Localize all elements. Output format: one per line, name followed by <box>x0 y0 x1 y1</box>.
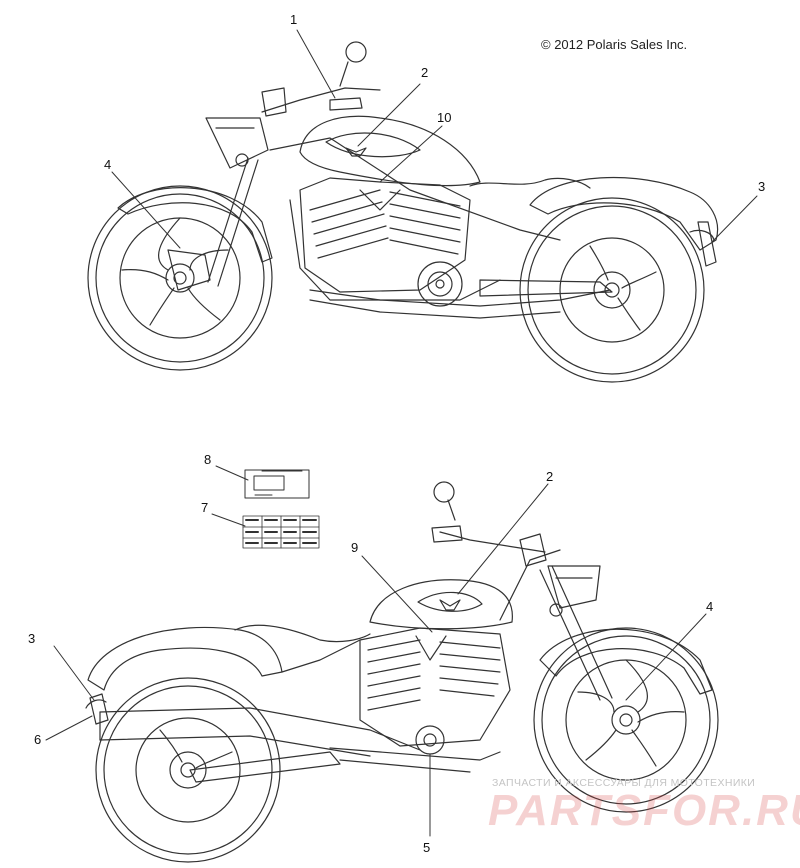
copyright-notice: © 2012 Polaris Sales Inc. <box>541 37 688 52</box>
fuel-tank-bottom <box>369 579 513 630</box>
watermark-caption: ЗАПЧАСТИ И АКСЕССУАРЫ ДЛЯ МОТОТЕХНИКИ <box>492 777 756 789</box>
callout-4-top: 4 <box>104 157 112 172</box>
callout-7: 7 <box>201 500 209 515</box>
motorcycle-top <box>87 41 719 383</box>
watermark-logo: PARTSFOR.RU <box>488 786 800 835</box>
callout-4-bottom: 4 <box>706 599 714 614</box>
label-7-decal <box>242 515 320 549</box>
callout-3-top: 3 <box>758 179 766 194</box>
callout-1-top: 1 <box>290 12 298 27</box>
leaders-bottom <box>45 465 707 837</box>
front-wheel-bottom <box>533 627 719 813</box>
front-wheel-top <box>87 185 273 371</box>
leaders-top <box>111 29 758 249</box>
callout-6: 6 <box>34 732 42 747</box>
fuel-tank-top <box>299 115 481 187</box>
callout-2-bottom: 2 <box>546 469 554 484</box>
engine-bottom <box>359 627 511 755</box>
motorcycle-bottom <box>85 481 719 863</box>
rear-wheel-top <box>519 197 705 383</box>
callout-2-top: 2 <box>421 65 429 80</box>
engine-top <box>299 177 471 307</box>
callout-5: 5 <box>423 840 431 855</box>
callout-8: 8 <box>204 452 212 467</box>
callout-10-top: 10 <box>437 110 452 125</box>
label-8-decal <box>244 469 310 499</box>
callout-3-bottom: 3 <box>28 631 36 646</box>
callout-9: 9 <box>351 540 359 555</box>
rear-wheel-bottom <box>95 677 281 863</box>
